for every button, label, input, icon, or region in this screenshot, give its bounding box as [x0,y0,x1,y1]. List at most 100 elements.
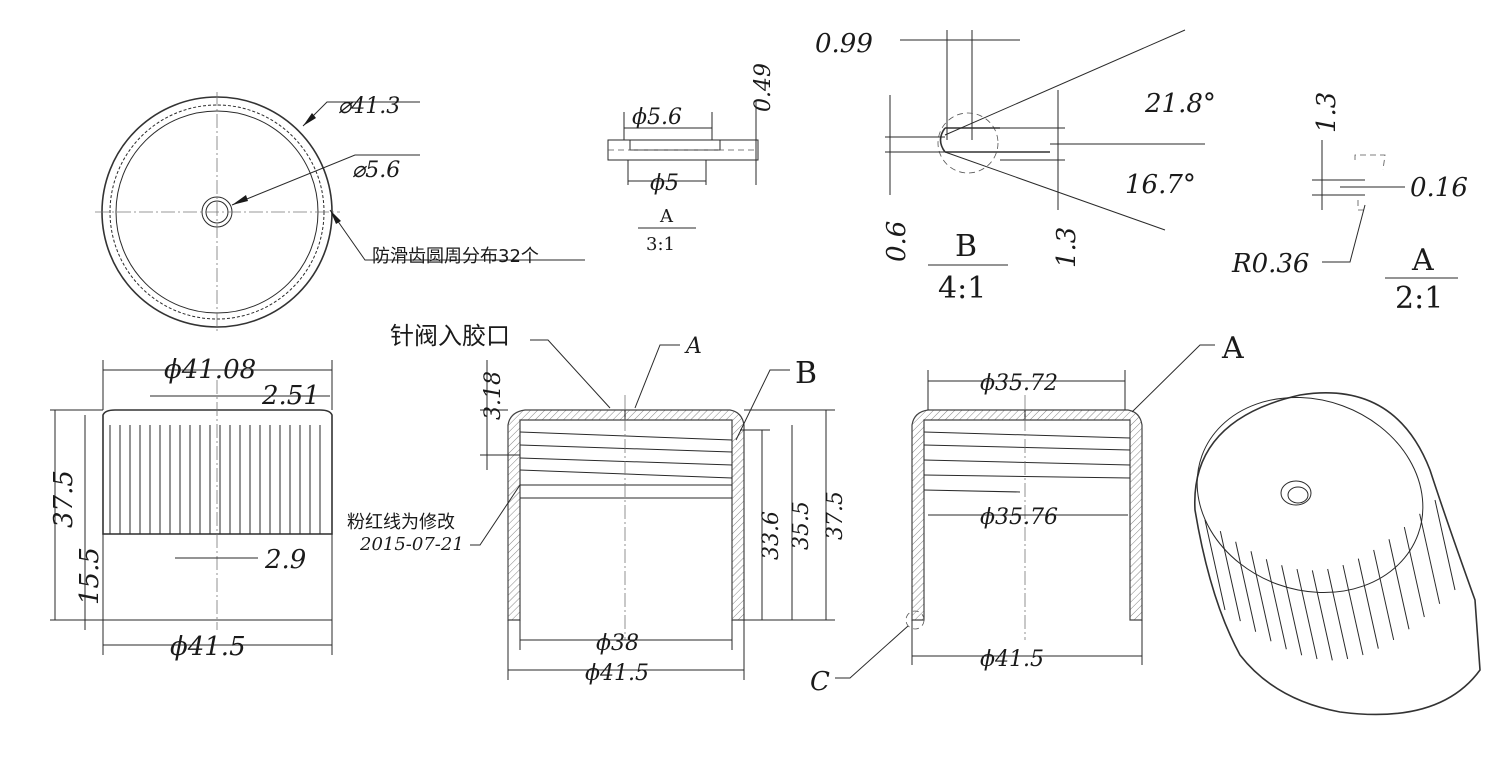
iso-top-face [1196,396,1424,594]
detail-a2-d2: 0.16 [1410,173,1468,203]
front-view-dia-top: ϕ41.08 [164,355,256,385]
detail-a2-radius: R0.36 [1231,249,1309,279]
section-dia-inner: ϕ38 [596,631,639,656]
detail-b-angle-line1 [944,29,1186,136]
front-view-lower [102,533,333,621]
arrow-head [330,210,341,224]
detail-b-angle-line2 [944,151,1166,231]
detail-b-scale: 4:1 [938,271,986,306]
detail-b-circle [937,112,999,174]
front-view: ϕ41.08 2.51 37.5 15.5 2.9 ϕ41.5 [49,355,333,662]
section-h3: 37.5 [823,491,848,540]
section-revision-note: 粉红线为修改 [347,512,455,533]
iso-rib-line [1373,549,1395,641]
isometric-view [1194,392,1481,716]
iso-body [1194,392,1481,716]
iso-rib-line [1219,531,1241,622]
detail-a-2to1: 1.3 0.16 R0.36 A 2:1 [1231,92,1468,316]
detail-a2-scale: 2:1 [1395,281,1443,316]
thread [923,444,1131,451]
detail-a-3to1-hole [629,140,721,151]
thread [519,444,733,453]
top-view-dia-hole: ⌀5.6 [352,158,400,183]
section-gate-leader [530,339,611,409]
section-view: 针阀入胶口 A B 3.18 粉红线为修改 2015-07-21 33.6 35… [347,322,848,686]
section-a-leader [634,344,680,409]
iso-rib-line [1281,565,1303,656]
front-view-dia-bottom: ϕ41.5 [170,632,246,662]
detail-a-label: A [659,206,674,227]
arrow-head [232,195,248,205]
front-view-rib-top: 2.51 [261,381,320,411]
section-view-wall-right [624,409,745,621]
detail-a-dia-bottom: ϕ5 [650,171,679,196]
section-gate-note: 针阀入胶口 [390,322,510,350]
front-view-height: 37.5 [49,470,79,528]
thread [923,431,1131,439]
top-view-leader-hole [231,154,420,206]
section2-wall-left [911,409,1026,621]
section-callout-a: A [684,334,702,359]
iso-hole-inner [1287,486,1309,504]
top-view-leader-teeth [329,209,585,261]
detail-a-thickness: 0.49 [751,63,776,112]
section-view-wall-left [507,409,626,621]
section2-dia-top: ϕ35.72 [980,371,1058,396]
section-b-leader [735,369,790,441]
detail-a-dia-top: ϕ5.6 [632,105,682,130]
arrow-head [303,113,316,126]
section-top-thick: 3.18 [481,371,506,420]
iso-hole [1280,480,1312,506]
thread [923,474,1131,479]
detail-b-angle2: 16.7° [1125,170,1196,200]
section-revision-date: 2015-07-21 [359,534,464,555]
detail-b-profile [939,127,1050,153]
front-view-outline [102,409,333,535]
section2-dia-thread: ϕ35.76 [980,505,1058,530]
detail-a-3to1: ϕ5.6 ϕ5 0.49 A 3:1 [607,63,776,255]
iso-rib-line [1357,558,1379,649]
iso-rib-line [1434,499,1456,591]
section-h1: 33.6 [759,511,784,560]
top-view-teeth-note: 防滑齿圆周分布32个 [372,246,539,267]
detail-b-d3: 1.3 [1052,227,1082,268]
section2-detail-c [905,610,925,630]
detail-b-d1: 0.99 [815,29,873,59]
detail-b-d2: 0.6 [882,221,912,262]
iso-rib-line [1296,568,1318,660]
detail-a-scale: 3:1 [646,234,675,255]
section2-wall-right [1024,409,1143,621]
top-view: ⌀41.3 ⌀5.6 防滑齿圆周分布32个 [95,92,585,334]
detail-b-label: B [955,229,977,264]
front-view-rib-width: 2.9 [264,545,306,575]
section-callout-b: B [795,356,817,391]
section2-dia-outer: ϕ41.5 [980,647,1044,672]
iso-rib-line [1250,551,1272,642]
iso-rib-line [1311,570,1333,661]
iso-rib-line [1265,559,1287,650]
detail-a2-label: A [1411,243,1434,278]
section2-callout-c: C [810,667,830,697]
iso-rib-line [1388,539,1410,630]
thread [923,489,1021,493]
iso-rib-line [1204,519,1226,611]
front-view-lower: 15.5 [75,547,105,605]
section-view-2: ϕ35.72 A ϕ35.76 C ϕ41.5 [810,331,1244,697]
front-view-ribs [109,425,321,534]
thread [923,459,1131,466]
detail-a2-d1: 1.3 [1312,92,1342,133]
detail-a-2to1-profile [1354,154,1386,211]
detail-b-angle1: 21.8° [1144,89,1216,119]
thread [519,431,733,441]
top-view-dia-outer: ⌀41.3 [338,94,400,119]
iso-rib-line [1342,564,1364,656]
iso-ribs [1204,499,1456,661]
iso-rib-line [1327,568,1349,660]
iso-rib-line [1419,513,1441,604]
detail-b: 0.99 0.6 1.3 21.8° 16.7° B 4:1 [815,29,1216,306]
thread [519,457,733,466]
detail-a2-leader [1322,204,1366,263]
section-h2: 35.5 [789,501,814,550]
thread [519,469,733,479]
